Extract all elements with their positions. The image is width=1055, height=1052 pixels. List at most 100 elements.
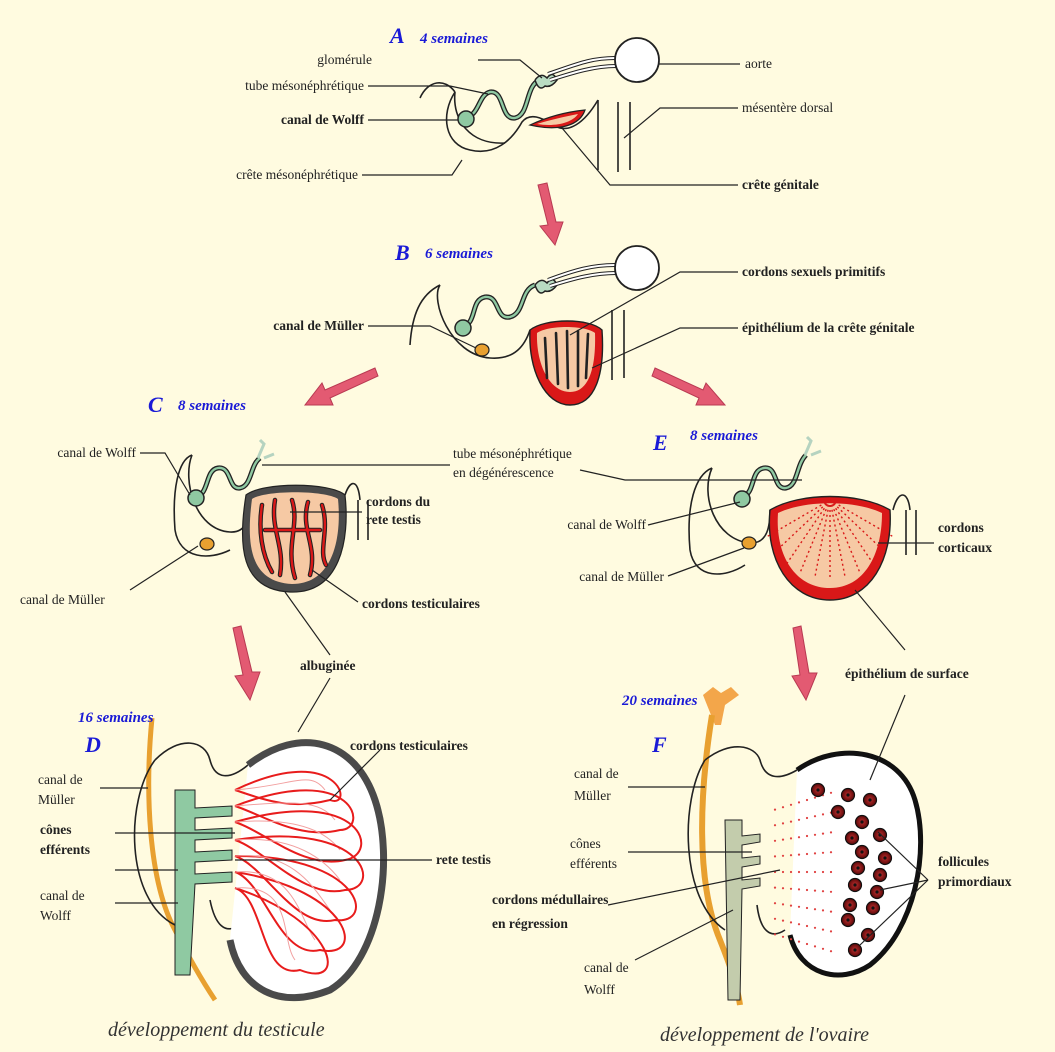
medullary-dot [790, 888, 792, 890]
medullary-dot [822, 813, 824, 815]
medullary-dot [782, 871, 784, 873]
medullary-dot [830, 930, 832, 932]
oocyte-nucleus [848, 903, 851, 906]
oocyte-nucleus [853, 948, 856, 951]
medullary-dot [798, 871, 800, 873]
stage-d-drawing [135, 718, 384, 1000]
caption-testis: développement du testicule [108, 1019, 325, 1041]
medullary-dot [830, 891, 832, 893]
medullary-dot [814, 797, 816, 799]
medullary-dot [798, 941, 800, 943]
stage-f-weeks: 20 semaines [621, 693, 698, 709]
label-albuginee: albuginée [300, 658, 356, 673]
medullary-dot [798, 906, 800, 908]
medullary-dot [798, 819, 800, 821]
stage-e-heading: E 8 semaines [652, 428, 758, 455]
medullary-dot [790, 871, 792, 873]
medullary-dot [814, 945, 816, 947]
oocyte-nucleus [856, 866, 859, 869]
label-cordons-rete-2: rete testis [366, 512, 421, 527]
medullary-dot [782, 806, 784, 808]
wolff-duct-f [725, 820, 760, 1000]
medullary-dot [774, 855, 776, 857]
label-canal-muller-b: canal de Müller [273, 318, 364, 333]
stage-d-weeks: 16 semaines [78, 710, 154, 726]
arrow-a-to-b [538, 183, 563, 245]
medullary-dot [814, 815, 816, 817]
label-cones-efferents-d-2: efférents [40, 842, 90, 857]
medullary-dot [782, 903, 784, 905]
label-cones-efferents-f-1: cônes [570, 836, 601, 851]
wolff-duct-e [734, 491, 750, 507]
medullary-dot [806, 817, 808, 819]
arrow-c-to-d [233, 626, 260, 700]
stage-c-heading: C 8 semaines [148, 392, 246, 417]
label-cordons-testiculaires-c: cordons testiculaires [362, 596, 480, 611]
medullary-dot [782, 887, 784, 889]
medullary-dot [806, 853, 808, 855]
label-canal-wolff-a: canal de Wolff [281, 112, 365, 127]
medullary-dot [798, 836, 800, 838]
medullary-dot [830, 950, 832, 952]
label-canal-muller-e: canal de Müller [579, 569, 664, 584]
medullary-dot [774, 887, 776, 889]
stage-d-letter: D [84, 732, 101, 757]
medullary-dot [782, 855, 784, 857]
oocyte-nucleus [871, 906, 874, 909]
wolff-duct-d [175, 790, 232, 975]
label-epithelium-surface: épithélium de surface [845, 666, 969, 681]
oocyte-nucleus [836, 810, 839, 813]
medullary-dot [822, 833, 824, 835]
medullary-dot [822, 948, 824, 950]
caption-ovary: développement de l'ovaire [660, 1024, 869, 1046]
medullary-dot [822, 871, 824, 873]
stage-b-letter: B [394, 240, 410, 265]
stage-b-drawing [410, 246, 659, 405]
medullary-dot [830, 831, 832, 833]
medullary-dot [822, 890, 824, 892]
medullary-dot [798, 854, 800, 856]
muller-duct-b [475, 344, 489, 356]
medullary-dot [814, 890, 816, 892]
label-canal-muller-f-1: canal de [574, 766, 619, 781]
label-canal-wolff-e: canal de Wolff [567, 517, 646, 532]
glomerulus-a [535, 74, 557, 88]
medullary-dot [806, 871, 808, 873]
oocyte-nucleus [853, 883, 856, 886]
medullary-dot [782, 839, 784, 841]
medullary-dot [798, 923, 800, 925]
stage-e-letter: E [652, 430, 668, 455]
label-cordons-corticaux-1: cordons [938, 520, 984, 535]
label-canal-wolff-c: canal de Wolff [57, 445, 136, 460]
oocyte-nucleus [878, 873, 881, 876]
medullary-dot [790, 821, 792, 823]
label-rete-testis: rete testis [436, 852, 491, 867]
label-glomerule: glomérule [317, 52, 372, 67]
medullary-dot [806, 889, 808, 891]
label-tube-degenerescence-1: tube mésonéphrétique [453, 446, 572, 461]
medullary-dot [806, 943, 808, 945]
label-epithelium-crete: épithélium de la crête génitale [742, 320, 914, 335]
medullary-dot [774, 809, 776, 811]
medullary-dot [830, 871, 832, 873]
medullary-dot [830, 851, 832, 853]
medullary-dot [814, 852, 816, 854]
arrow-e-to-f [792, 626, 817, 700]
medullary-dot [790, 804, 792, 806]
label-aorte: aorte [745, 56, 772, 71]
stage-c-letter: C [148, 392, 163, 417]
muller-duct-c [200, 538, 214, 550]
medullary-dot [830, 911, 832, 913]
wolff-duct-c [188, 490, 204, 506]
label-canal-muller-d-2: Müller [38, 792, 75, 807]
stage-c-drawing [174, 440, 368, 592]
label-canal-muller-f-2: Müller [574, 788, 611, 803]
medullary-dot [798, 888, 800, 890]
stage-e-drawing [689, 437, 916, 600]
wolff-duct-a [458, 111, 474, 127]
label-canal-wolff-f-1: canal de [584, 960, 629, 975]
oocyte-nucleus [850, 836, 853, 839]
medullary-dot [814, 908, 816, 910]
oocyte-nucleus [846, 793, 849, 796]
